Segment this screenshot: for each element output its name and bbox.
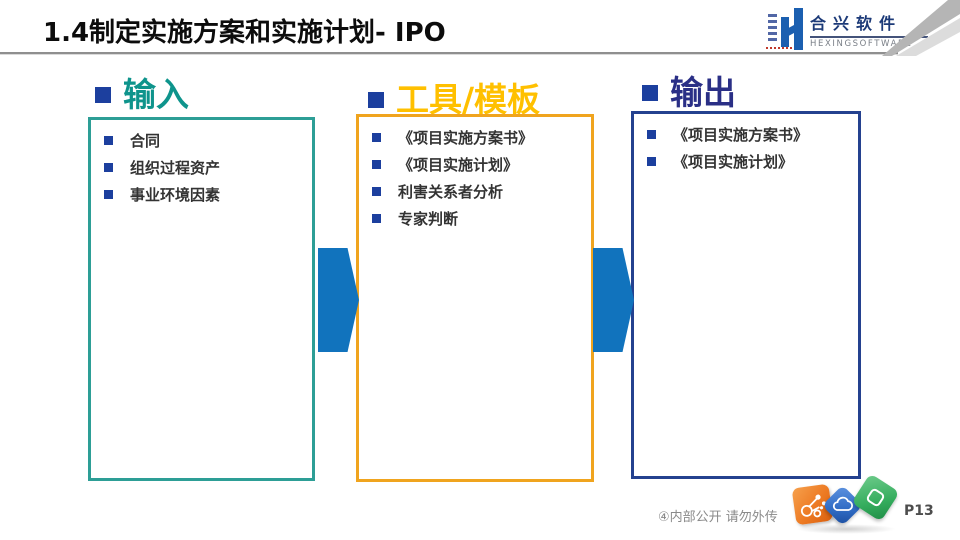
- square-bullet-icon: [647, 157, 656, 166]
- list-item: 《项目实施计划》: [634, 148, 858, 175]
- tools-item-label: 专家判断: [398, 210, 459, 228]
- tools-header-label: 工具/模板: [396, 80, 541, 119]
- list-item: 《项目实施计划》: [359, 151, 591, 178]
- page-title: 1.4制定实施方案和实施计划- IPO: [43, 18, 446, 48]
- cube-reflection: [796, 524, 896, 534]
- square-bullet-icon: [104, 163, 113, 172]
- square-bullet-icon: [95, 86, 111, 103]
- square-bullet-icon: [372, 187, 381, 196]
- page-number: P13: [904, 503, 934, 519]
- list-item: 合同: [91, 127, 312, 154]
- header-divider-line: [0, 52, 898, 54]
- logo-red-dots: [766, 47, 792, 49]
- flow-arrow-icon: [318, 248, 359, 352]
- list-item: 专家判断: [359, 205, 591, 232]
- square-bullet-icon: [104, 136, 113, 145]
- square-bullet-icon: [647, 130, 656, 139]
- tools-item-label: 《项目实施计划》: [398, 156, 519, 174]
- logo-text: 合兴软件 HEXINGSOFTWARE: [810, 10, 928, 49]
- hexing-h-logo-icon: [781, 8, 803, 50]
- cloud-cube-icon: [821, 484, 864, 527]
- list-item: 利害关系者分析: [359, 178, 591, 205]
- logo-name-en: HEXINGSOFTWARE: [810, 36, 928, 49]
- square-bullet-icon: [104, 190, 113, 199]
- footer-logo-cubes: [790, 473, 910, 538]
- square-cube-icon: [851, 473, 900, 522]
- input-item-label: 组织过程资产: [130, 159, 221, 177]
- tools-box: 《项目实施方案书》 《项目实施计划》 利害关系者分析 专家判断: [356, 114, 594, 482]
- output-header-label: 输出: [670, 73, 736, 112]
- input-column-header: 输入: [95, 78, 189, 111]
- input-item-label: 事业环境因素: [130, 186, 221, 204]
- square-bullet-icon: [372, 133, 381, 142]
- tools-item-label: 利害关系者分析: [398, 183, 504, 201]
- page-curl-decoration: [882, 0, 960, 56]
- company-logo: 合兴软件 HEXINGSOFTWARE: [762, 6, 932, 52]
- tools-column-header: 工具/模板: [368, 83, 540, 116]
- output-box: 《项目实施方案书》 《项目实施计划》: [631, 111, 861, 479]
- input-box: 合同 组织过程资产 事业环境因素: [88, 117, 315, 481]
- logo-seal-decoration: [768, 14, 777, 44]
- logo-name-cn: 合兴软件: [810, 14, 903, 33]
- square-bullet-icon: [642, 84, 658, 101]
- input-header-label: 输入: [123, 75, 189, 114]
- header-divider-highlight: [0, 54, 898, 55]
- square-bullet-icon: [372, 214, 381, 223]
- output-column-header: 输出: [642, 76, 736, 109]
- input-item-label: 合同: [130, 132, 161, 150]
- output-item-label: 《项目实施计划》: [673, 153, 794, 171]
- list-item: 事业环境因素: [91, 181, 312, 208]
- flow-arrow-icon: [593, 248, 634, 352]
- list-item: 组织过程资产: [91, 154, 312, 181]
- list-item: 《项目实施方案书》: [359, 124, 591, 151]
- list-item: 《项目实施方案书》: [634, 121, 858, 148]
- square-bullet-icon: [368, 91, 384, 108]
- confidentiality-notice: ④内部公开 请勿外传: [658, 510, 778, 525]
- tools-item-label: 《项目实施方案书》: [398, 129, 534, 147]
- square-bullet-icon: [372, 160, 381, 169]
- output-item-label: 《项目实施方案书》: [673, 126, 809, 144]
